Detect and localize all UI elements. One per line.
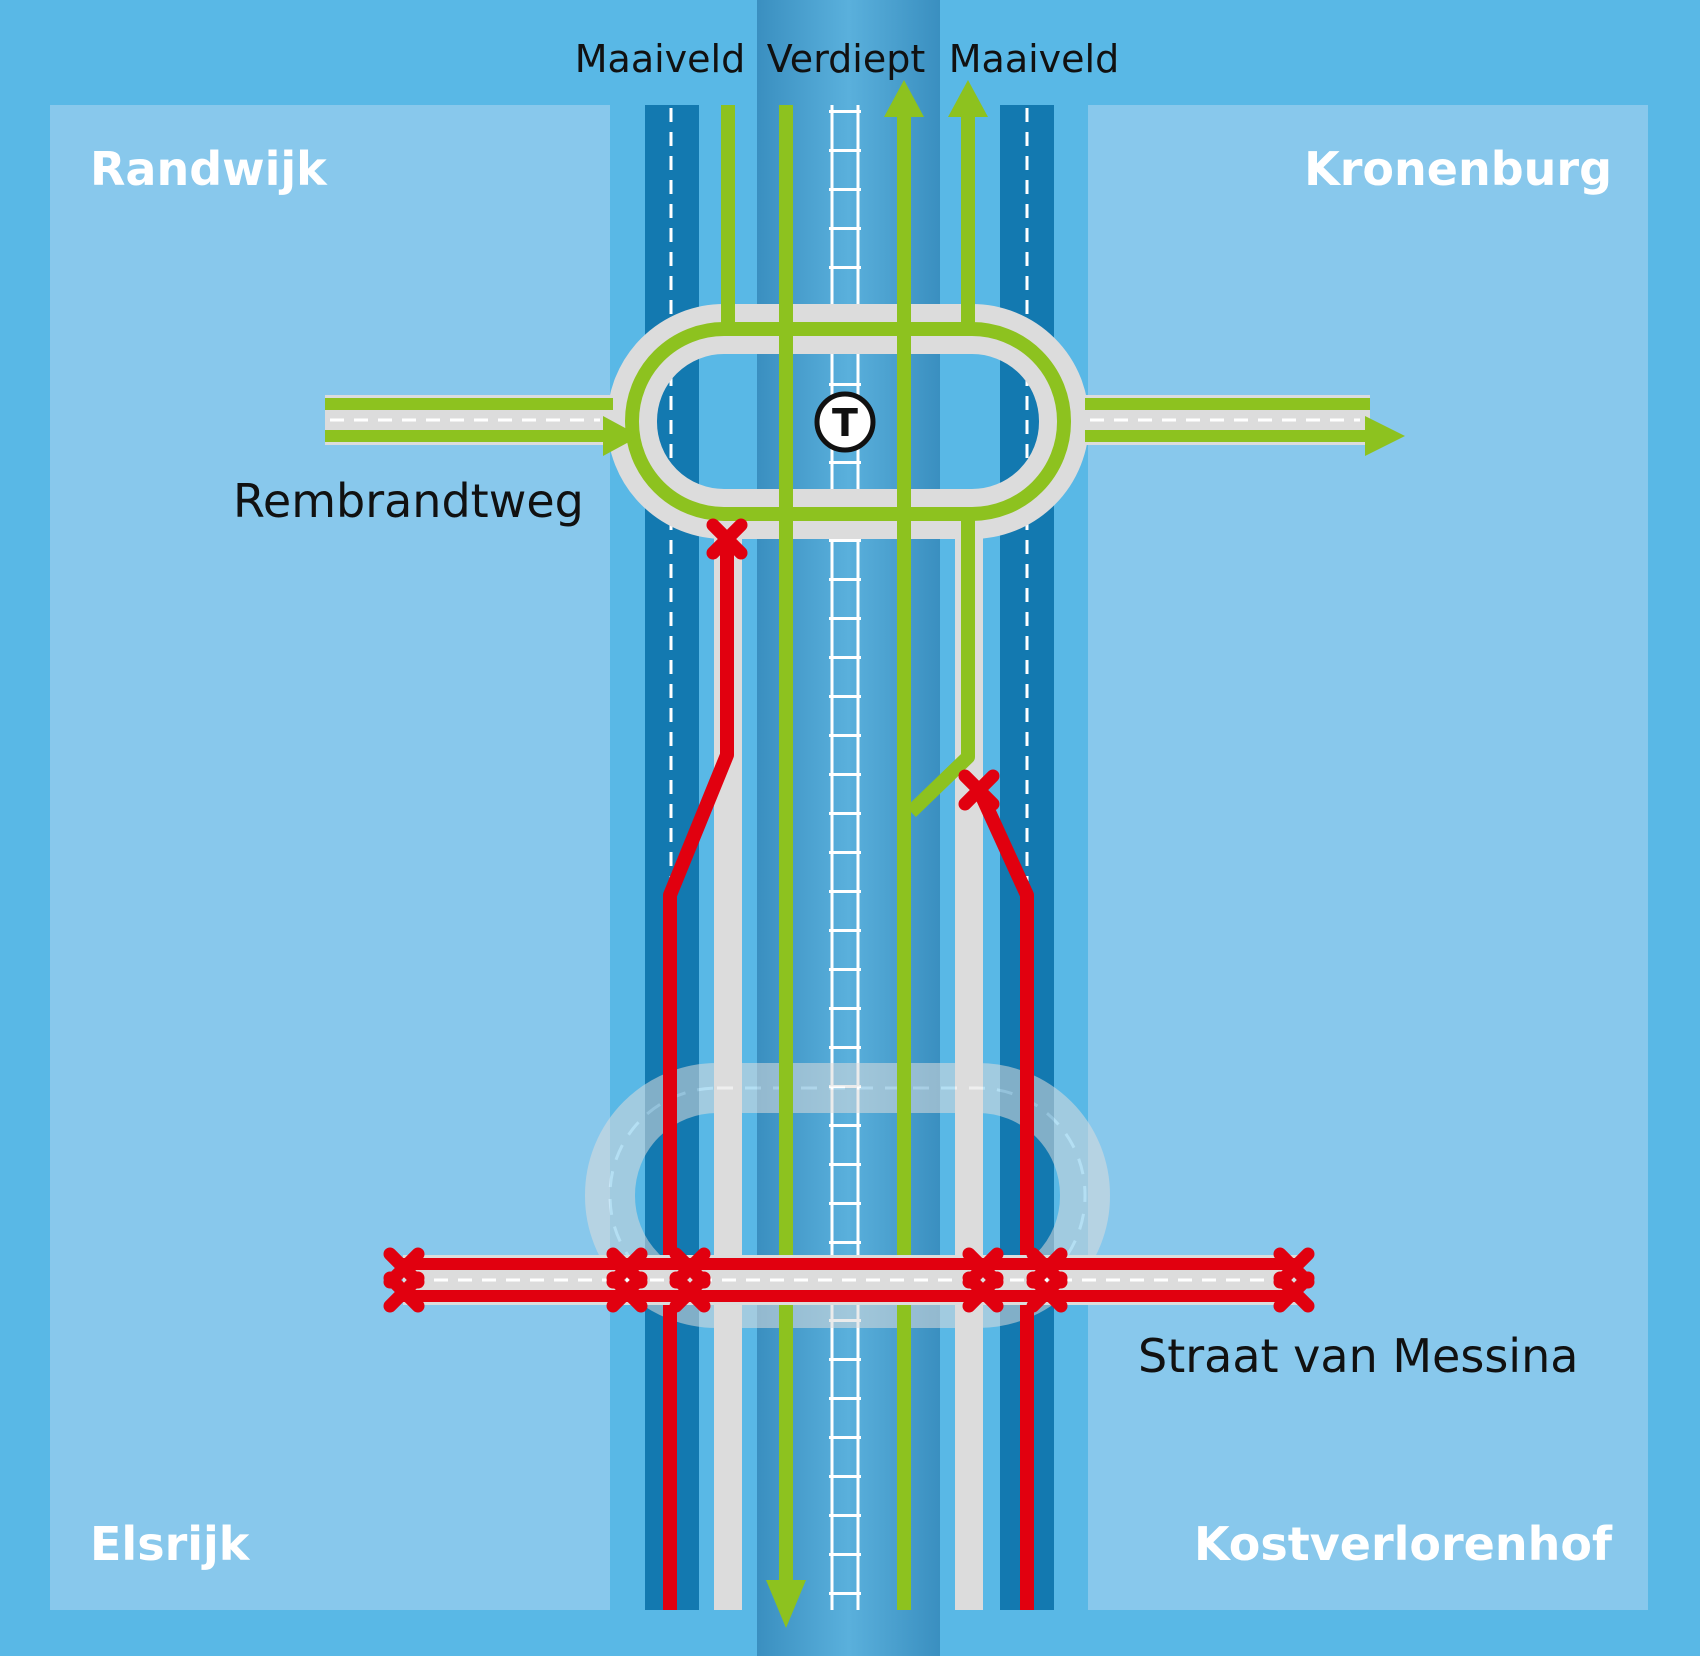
rembrandtweg-east-arm: [1085, 395, 1405, 456]
road-label-straat-van-messina: Straat van Messina: [1138, 1329, 1578, 1383]
roundabout-north-surface: [625, 322, 1071, 521]
arrow-up-east-icon: [948, 80, 988, 117]
rembrandtweg-west-arm: [325, 395, 640, 456]
arrow-up-center-icon: [884, 80, 924, 117]
closure-x-icon: [606, 1247, 648, 1313]
closure-x-icon: [958, 769, 1000, 811]
closed-route-east: [973, 789, 1034, 1610]
closure-x-icon: [1026, 1247, 1068, 1313]
metro-station: T: [814, 391, 876, 453]
arrow-down-south-icon: [766, 1580, 806, 1628]
district-area-west: [50, 105, 610, 1610]
metro-station-icon: [814, 391, 876, 453]
straat-van-messina-road: [403, 1255, 1301, 1305]
level-label-right: Maaiveld: [949, 37, 1119, 81]
district-elsrijk: Elsrijk: [90, 1517, 251, 1571]
district-kronenburg: Kronenburg: [1304, 142, 1612, 196]
on-ramp-east: [906, 518, 975, 818]
district-kostverlorenhof: Kostverlorenhof: [1194, 1517, 1613, 1571]
closure-x-icon: [706, 518, 748, 560]
closure-marks: [383, 518, 1315, 1313]
district-area-east: [1088, 105, 1648, 1610]
level-label-center: Verdiept: [767, 37, 925, 81]
closure-x-icon: [1273, 1247, 1315, 1313]
level-label-left: Maaiveld: [575, 37, 745, 81]
metro-station-letter: T: [832, 401, 858, 445]
closure-x-icon: [962, 1247, 1004, 1313]
closure-x-icon: [669, 1247, 711, 1313]
closure-x-icon: [383, 1247, 425, 1313]
district-randwijk: Randwijk: [90, 142, 328, 196]
road-label-rembrandtweg: Rembrandtweg: [233, 474, 584, 528]
